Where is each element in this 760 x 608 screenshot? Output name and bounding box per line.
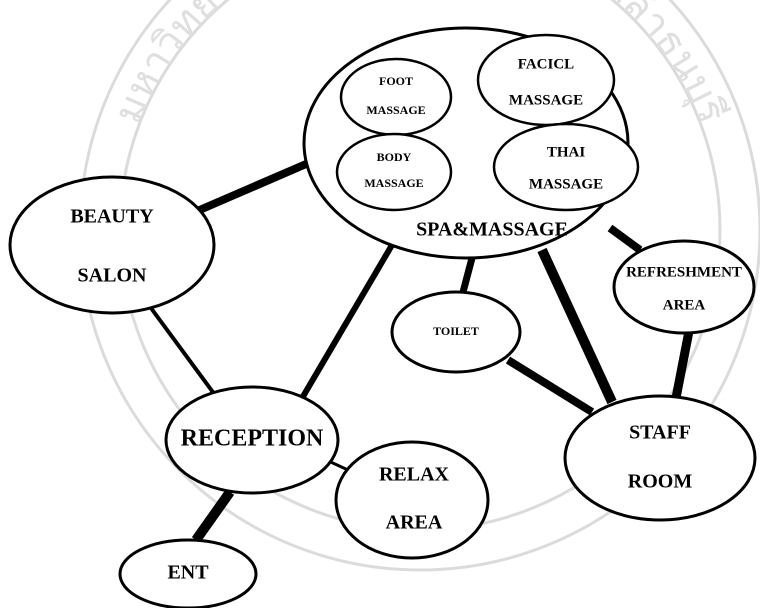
relax-area-label-line2: AREA xyxy=(386,512,443,534)
node-thai-massage: THAI MASSAGE xyxy=(492,122,640,212)
node-refreshment-area: REFRESHMENT AREA xyxy=(612,239,756,335)
staff-room-label-line2: ROOM xyxy=(628,471,693,493)
node-foot-massage: FOOT MASSAGE xyxy=(339,57,453,137)
edge-beauty-reception xyxy=(146,302,217,397)
edge-toilet-staff xyxy=(505,356,595,416)
reception-ellipse xyxy=(164,385,340,495)
beauty-salon-ellipse xyxy=(8,175,216,315)
edge-spa-staff xyxy=(537,247,617,405)
facial-massage-ellipse xyxy=(476,33,616,127)
facial-massage-label-line1: FACICL xyxy=(518,56,574,72)
foot-massage-ellipse xyxy=(339,57,453,137)
thai-massage-label-line1: THAI xyxy=(547,144,586,160)
toilet-ellipse xyxy=(390,290,522,374)
thai-massage-label-line2: MASSAGE xyxy=(529,176,603,192)
edge-reception-ent xyxy=(191,489,235,543)
staff-room-ellipse xyxy=(563,394,757,522)
node-reception: RECEPTION xyxy=(164,385,340,495)
body-massage-label-line2: MASSAGE xyxy=(364,176,423,190)
foot-massage-label-line2: MASSAGE xyxy=(366,103,425,117)
ent-label: ENT xyxy=(167,562,209,584)
refreshment-area-label-line2: AREA xyxy=(663,297,706,313)
body-massage-label-line1: BODY xyxy=(377,150,412,164)
relax-area-label-line1: RELAX xyxy=(379,464,450,486)
reception-label: RECEPTION xyxy=(181,426,324,452)
toilet-label: TOILET xyxy=(433,324,479,338)
beauty-salon-label-line1: BEAUTY xyxy=(70,206,154,228)
refreshment-area-ellipse xyxy=(612,239,756,335)
node-facial-massage: FACICL MASSAGE xyxy=(476,33,616,127)
relax-area-ellipse xyxy=(334,440,490,560)
spa-massage-label: SPA&MASSAGE xyxy=(416,219,568,241)
edge-spa-toilet xyxy=(458,257,476,297)
edge-spa-reception xyxy=(295,243,395,407)
edge-refresh-staff xyxy=(671,325,695,399)
node-beauty-salon: BEAUTY SALON xyxy=(8,175,216,315)
refreshment-area-label-line1: REFRESHMENT xyxy=(626,264,742,280)
ent-ellipse xyxy=(118,538,258,608)
foot-massage-label-line1: FOOT xyxy=(379,74,413,88)
body-massage-ellipse xyxy=(335,132,453,212)
beauty-salon-label-line2: SALON xyxy=(78,265,147,287)
node-relax-area: RELAX AREA xyxy=(334,440,490,560)
thai-massage-ellipse xyxy=(492,122,640,212)
node-staff-room: STAFF ROOM xyxy=(563,394,757,522)
node-body-massage: BODY MASSAGE xyxy=(335,132,453,212)
facial-massage-label-line2: MASSAGE xyxy=(509,92,583,108)
connections xyxy=(146,154,695,543)
edge-spa-refresh xyxy=(607,224,643,254)
staff-room-label-line1: STAFF xyxy=(629,422,691,444)
edge-spa-beauty xyxy=(193,154,322,216)
node-ent: ENT xyxy=(118,538,258,608)
node-toilet: TOILET xyxy=(390,290,522,374)
node-spa-massage: FOOT MASSAGE FACICL MASSAGE BODY MASSAGE… xyxy=(302,26,640,260)
